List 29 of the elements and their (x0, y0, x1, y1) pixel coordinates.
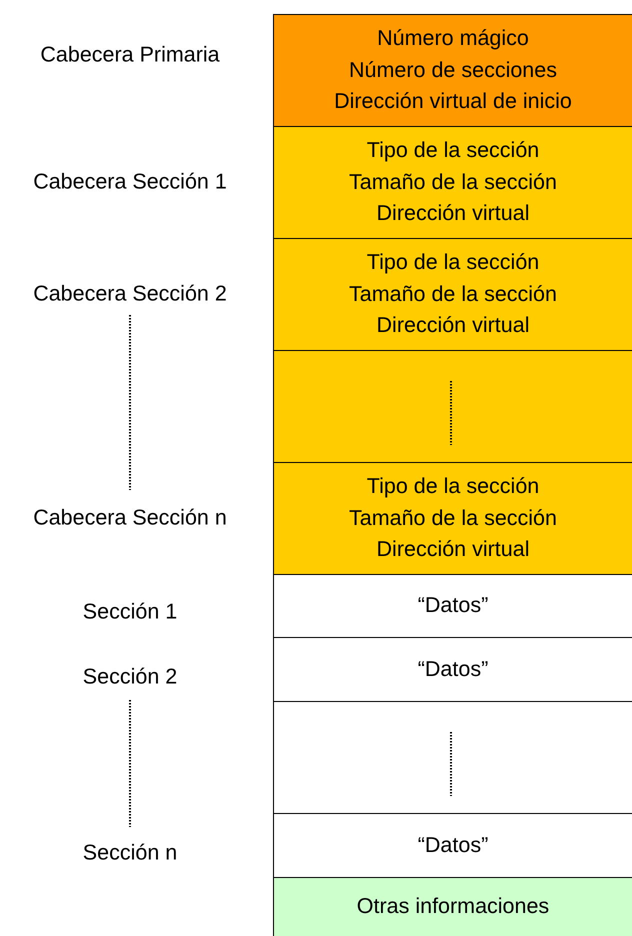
region-label: Cabecera Primaria (40, 42, 220, 68)
field-label: “Datos” (418, 832, 488, 859)
field-label: “Datos” (418, 656, 488, 683)
field-label: Tamaño de la sección (349, 168, 557, 196)
field-label: Dirección virtual (376, 200, 530, 228)
info-box (273, 877, 632, 936)
region-label: Cabecera Sección 2 (33, 282, 227, 306)
field-label: Tamaño de la sección (349, 504, 557, 532)
field-label: Número de secciones (349, 56, 557, 84)
header-box (273, 126, 632, 239)
header-box (273, 462, 632, 575)
region-label: Cabecera Sección n (33, 506, 227, 530)
field-label: Tamaño de la sección (349, 280, 557, 308)
field-label: Tipo de la sección (366, 473, 540, 500)
field-label: Dirección virtual de inicio (334, 88, 572, 116)
field-label: Dirección virtual (376, 312, 530, 340)
header-box (273, 238, 632, 351)
region-label: Sección 2 (82, 664, 178, 690)
field-label: Número mágico (377, 25, 529, 52)
region-label: Sección 1 (82, 600, 178, 624)
field-label: Otras informaciones (356, 893, 550, 920)
field-label: Tipo de la sección (366, 249, 540, 276)
region-label: Cabecera Sección 1 (33, 170, 227, 194)
region-label: Sección n (82, 840, 178, 866)
empty-box (273, 350, 632, 463)
field-label: Tipo de la sección (366, 137, 540, 164)
field-label: Dirección virtual (376, 536, 530, 564)
field-label: “Datos” (418, 592, 488, 620)
header-box (273, 14, 632, 127)
